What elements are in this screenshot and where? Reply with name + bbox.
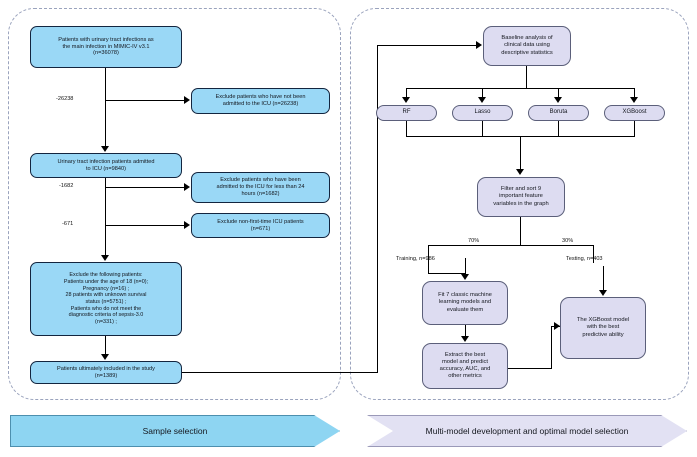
connector-baseline-to-bus [526,66,528,88]
node-excluded-not-icu: Exclude patients who have not been admit… [191,88,330,114]
edge-label-drop-not-icu: -26238 [56,96,74,102]
edge-label-drop-lt24h: -1682 [59,183,74,189]
arrowhead-icu-admitted [101,146,109,152]
arrowhead-baseline [476,41,482,49]
edge-label-test-n: Testing, n=403 [566,256,603,262]
node-excluded-criteria: Exclude the following patients: Patients… [30,262,182,336]
edge-label-test-pct: 30% [562,238,574,244]
node-method-xgboost: XGBoost [604,105,665,121]
node-method-boruta: Boruta [528,105,589,121]
arrowhead-final-cohort [101,354,109,360]
connector-branch-not-icu [105,100,185,102]
edge-label-train-pct: 70% [468,238,480,244]
connector-split-test-leg [593,245,595,263]
sample-selection-panel [8,8,341,400]
node-final-cohort: Patients ultimately included in the stud… [30,361,182,384]
arrowhead-extract-best [461,336,469,342]
connector-merge-to-filter [520,136,522,170]
banner-left-label: Sample selection [142,426,208,436]
connector-train-jog [428,273,466,275]
connector-xgboost-down [634,121,636,137]
arrowhead-xgboost [630,97,638,103]
node-extract-best: Extract the best model and predict accur… [422,343,508,389]
connector-split-train-leg [428,245,430,274]
node-excluded-non-first-icu: Exclude non-first-time ICU patients (n=6… [191,213,330,238]
connector-filter-to-split [520,217,522,246]
connector-branch-non-first [105,225,185,227]
node-method-lasso: Lasso [452,105,513,121]
connector-boruta-down [558,121,560,137]
node-excluded-lt24h: Exclude patients who have been admitted … [191,172,330,203]
connector-bus-to-rf [406,88,408,98]
arrowhead-lasso [478,97,486,103]
connector-branch-lt24h [105,187,185,189]
connector-bus-to-boruta [558,88,560,98]
connector-criteria-to-final [105,336,107,355]
arrowhead-non-first [184,221,190,229]
arrowhead-boruta [554,97,562,103]
connector-final-to-right-panel [182,372,378,374]
node-feature-filter: Filter and sort 9 important feature vari… [477,177,565,217]
connector-lasso-down [482,121,484,137]
edge-label-train-n: Training, n=986 [396,256,435,262]
connector-method-bus [406,88,635,90]
connector-fit-to-extract [465,325,467,336]
connector-bus-to-xgboost [634,88,636,98]
connector-bus-to-lasso [482,88,484,98]
banner-left-shape [10,415,340,447]
arrowhead-best-model-left [554,322,560,330]
connector-split-bus [428,245,593,247]
node-fit-models: Fit 7 classic machine learning models an… [422,281,508,325]
arrowhead-fit-models [461,274,469,280]
model-development-panel [350,8,689,400]
arrowhead-feature-filter [516,169,524,175]
connector-test-to-best [603,266,605,290]
banner-sample-selection: Sample selection [10,415,340,447]
node-best-model: The XGBoost model with the best predicti… [560,297,646,359]
arrowhead-best-model-top [599,290,607,296]
edge-label-drop-non-first: -671 [62,221,74,227]
banner-model-development: Multi-model development and optimal mode… [367,415,687,447]
node-source-cohort: Patients with urinary tract infections a… [30,26,182,68]
node-baseline-analysis: Baseline analysis of clinical data using… [483,26,571,66]
node-method-rf: RF [376,105,437,121]
arrowhead-lt24h [184,183,190,191]
banner-right-label: Multi-model development and optimal mode… [425,426,629,436]
connector-rf-down [406,121,408,137]
node-icu-admitted: Urinary tract infection patients admitte… [30,153,182,178]
arrowhead-rf [402,97,410,103]
connector-train-to-fit [465,258,467,274]
connector-right-panel-riser [377,45,379,373]
connector-riser-to-baseline [377,45,477,47]
connector-extract-riser [551,326,553,369]
connector-icu-to-criteria [105,178,107,256]
arrowhead-criteria [101,255,109,261]
connector-source-to-icu [105,68,107,147]
arrowhead-not-icu [184,96,190,104]
connector-extract-out [508,368,552,370]
